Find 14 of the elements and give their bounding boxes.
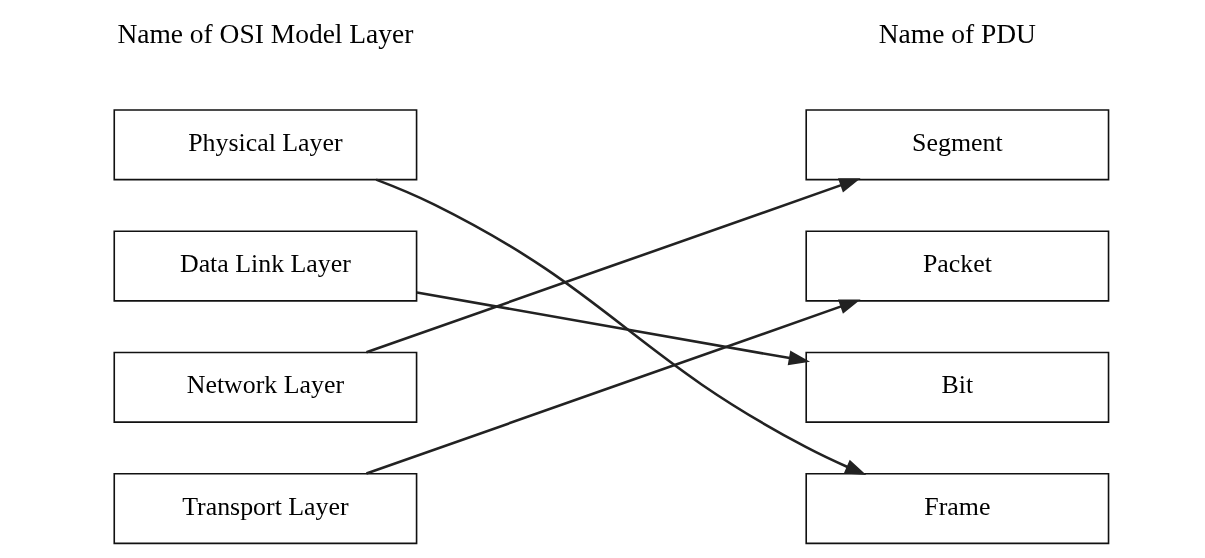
node-box: Segment <box>805 109 1110 181</box>
arrow <box>416 291 811 366</box>
arrow <box>366 178 861 354</box>
label: Name of PDU <box>878 19 1036 50</box>
node-box: Physical Layer <box>113 109 418 181</box>
node-box: Data Link Layer <box>113 230 418 302</box>
node-box: Frame <box>805 473 1110 545</box>
node-box: Transport Layer <box>113 473 418 545</box>
arrow <box>375 178 867 476</box>
node-box: Bit <box>805 351 1110 423</box>
label: Name of OSI Model Layer <box>117 19 414 50</box>
arrow <box>366 299 861 475</box>
node-box: Network Layer <box>113 351 418 423</box>
node-box: Packet <box>805 230 1110 302</box>
